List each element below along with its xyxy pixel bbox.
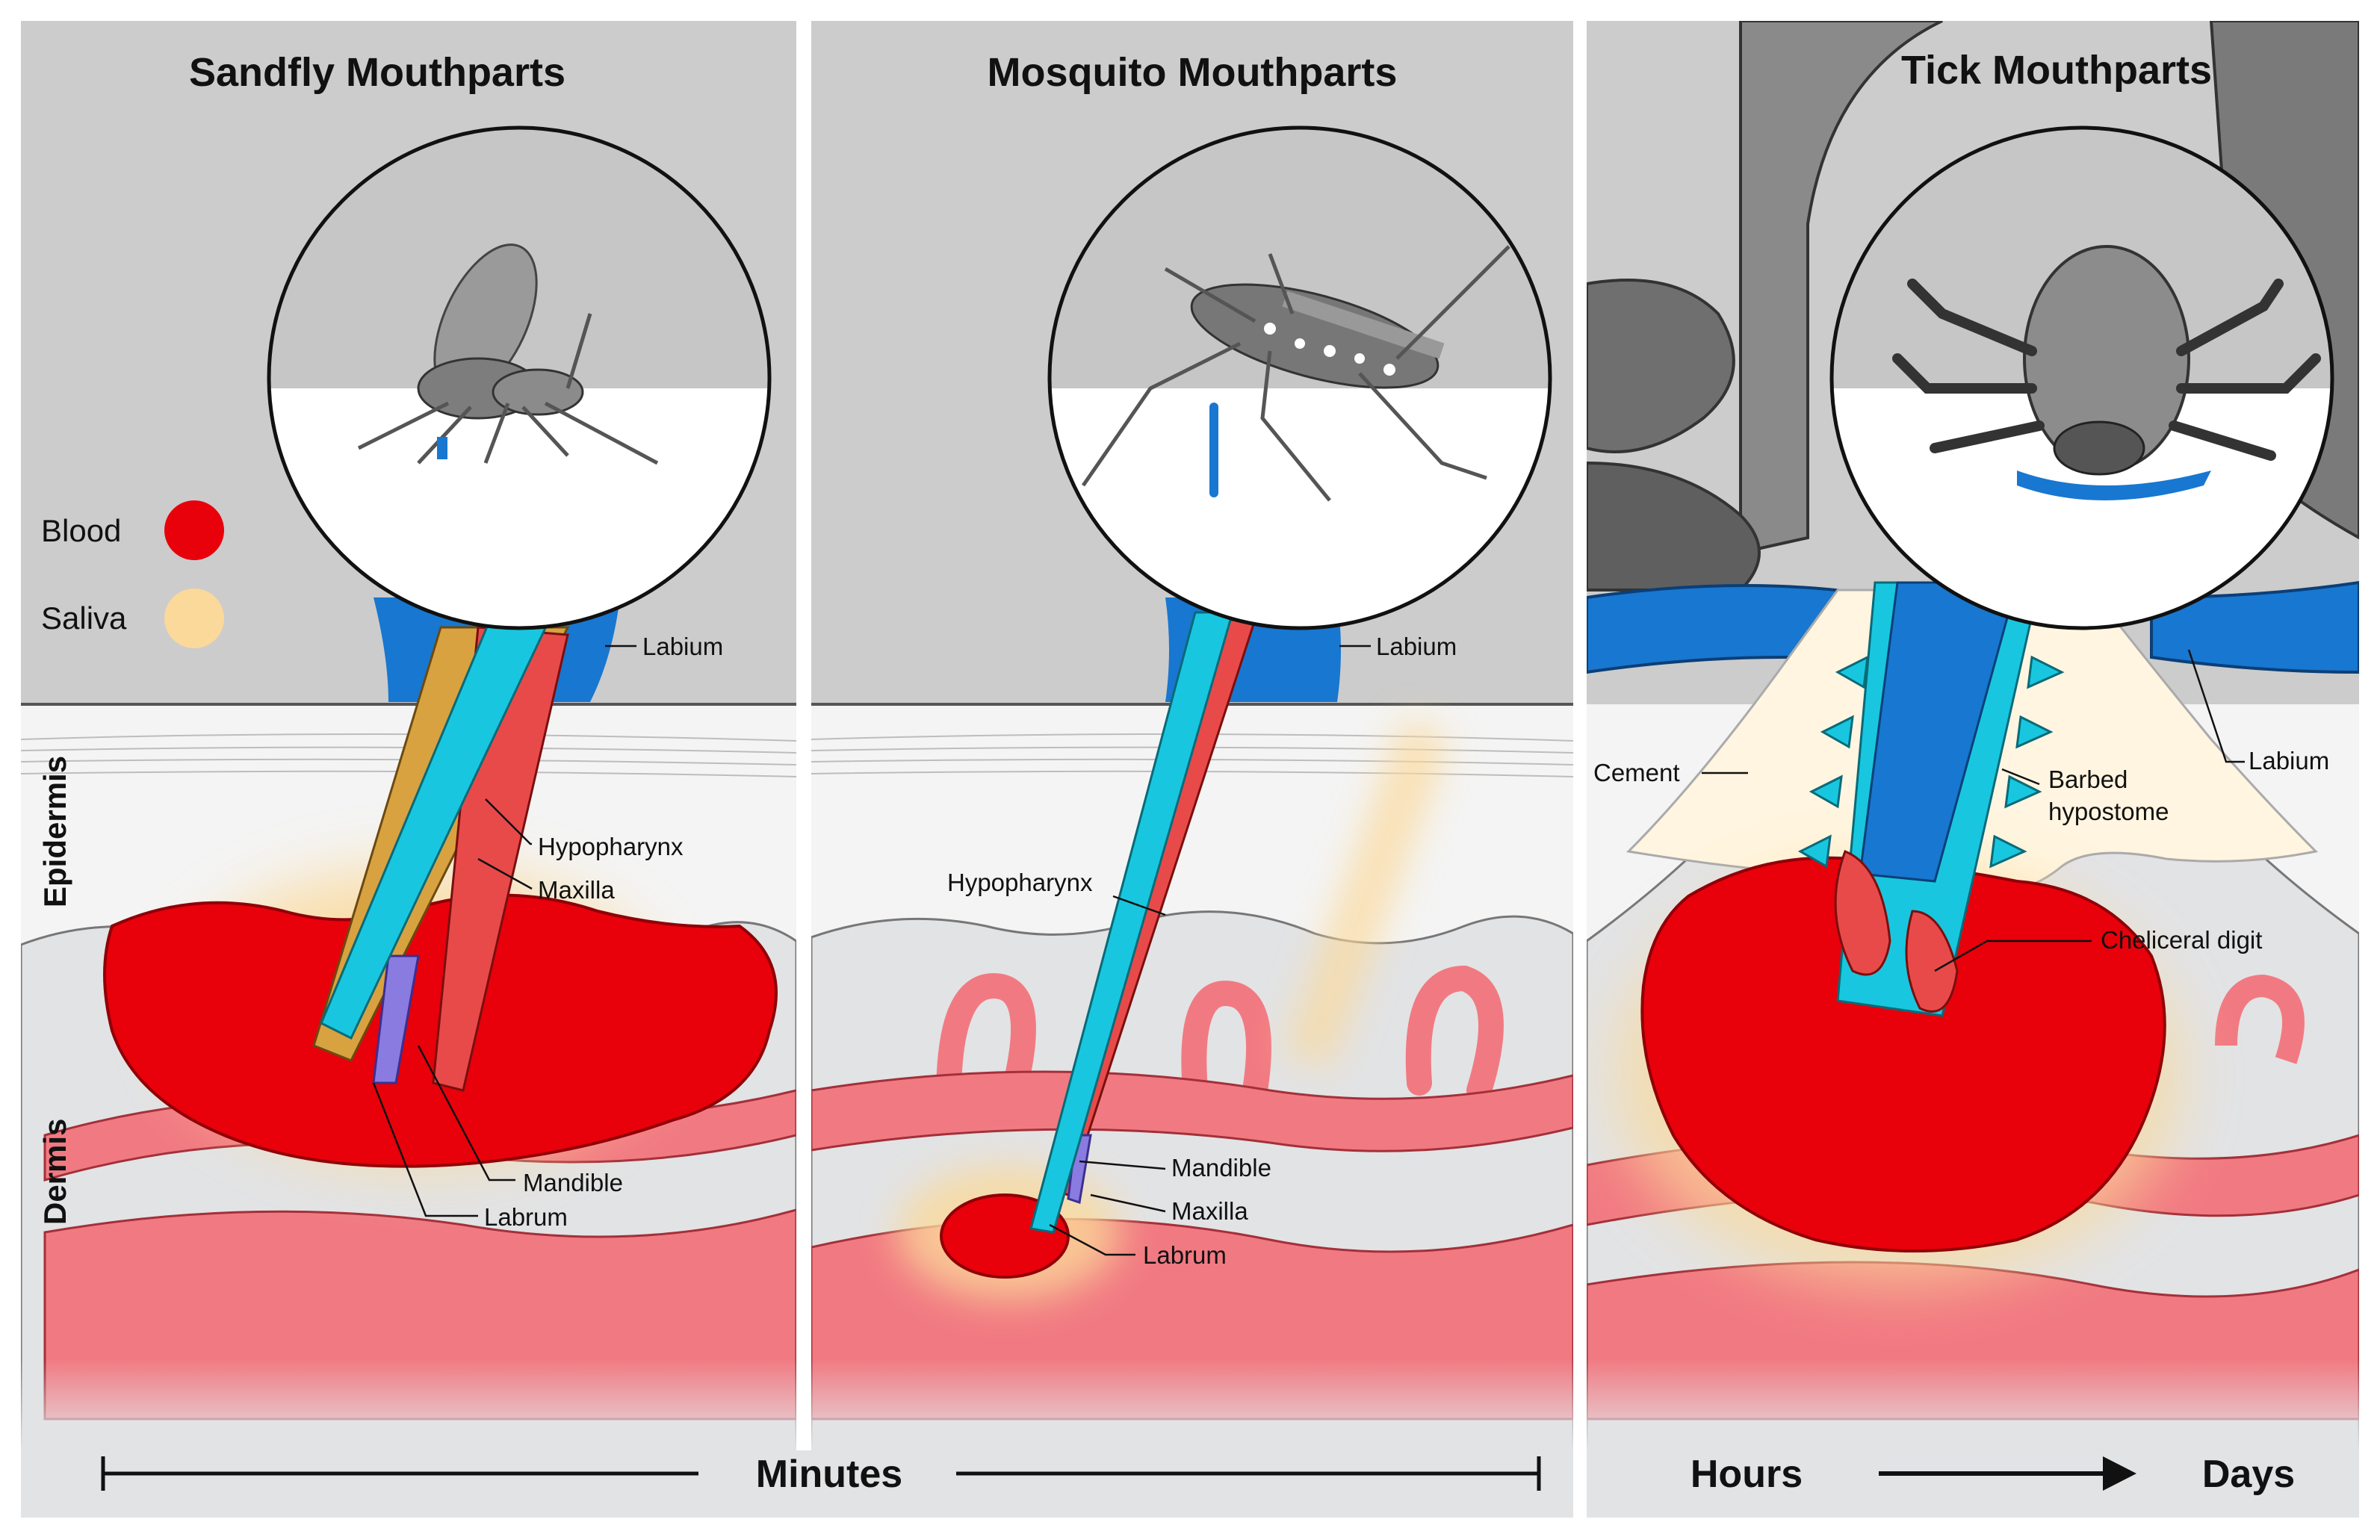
panel-title: Sandfly Mouthparts (189, 50, 565, 95)
callout-lines (372, 645, 636, 1217)
blood-swatch (164, 500, 224, 560)
label-hypopharynx: Hypopharynx (947, 869, 1093, 896)
layer-label-dermis: Dermis (37, 1119, 72, 1225)
label-barbed: Barbed (2048, 766, 2128, 793)
label-mandible: Mandible (523, 1169, 623, 1196)
panel-sandfly: Sandfly Mouthparts Labium Hypopharynx Ma… (21, 21, 796, 1450)
timeline: Minutes Hours Days (21, 1450, 2359, 1518)
legend-label-blood: Blood (41, 513, 121, 548)
arrow-right-icon (2103, 1456, 2136, 1491)
panel-title: Mosquito Mouthparts (988, 50, 1398, 95)
panel-tick: Tick Mouthparts Cement Barbed hypostome … (1587, 21, 2359, 1450)
label-hypopharynx: Hypopharynx (538, 833, 684, 860)
tick-hypostome (1797, 581, 2065, 1017)
legend-label-saliva: Saliva (41, 600, 127, 636)
timeline-minutes: Minutes (756, 1453, 902, 1496)
label-mandible: Mandible (1171, 1154, 1271, 1182)
label-labrum: Labrum (1143, 1241, 1227, 1269)
label-cement: Cement (1593, 759, 1680, 786)
label-hypostome: hypostome (2048, 798, 2169, 825)
label-maxilla: Maxilla (538, 876, 615, 904)
mandible-shape (372, 954, 420, 1084)
label-labium: Labium (642, 633, 723, 660)
label-labium: Labium (2249, 747, 2329, 774)
timeline-days: Days (2202, 1453, 2295, 1496)
panel-mosquito: Mosquito Mouthparts Labium Hypopharynx M… (811, 21, 1573, 1450)
label-cheliceral-digit: Cheliceral digit (2101, 926, 2262, 954)
timeline-hours: Hours (1691, 1453, 1803, 1496)
capillary-loops (936, 965, 1504, 1111)
label-maxilla: Maxilla (1171, 1197, 1248, 1225)
label-labrum: Labrum (484, 1203, 568, 1231)
legend: Blood Saliva (41, 500, 224, 648)
layer-label-epidermis: Epidermis (37, 756, 72, 907)
panel-title: Tick Mouthparts (1901, 48, 2212, 93)
saliva-swatch (164, 589, 224, 648)
label-labium: Labium (1376, 633, 1457, 660)
